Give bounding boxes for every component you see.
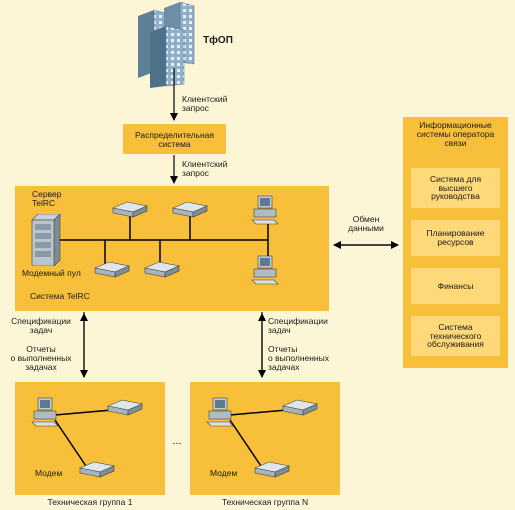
- modem-label: Модем: [210, 468, 238, 478]
- computer-icon: [206, 397, 234, 427]
- ellipsis: ...: [172, 435, 182, 447]
- client-request-label: Клиентский запрос: [182, 94, 228, 113]
- task-report-label: Отчеты о выполненных задачах: [268, 344, 329, 372]
- modem-icon: [107, 399, 143, 416]
- modem-icon: [144, 261, 180, 278]
- computer-icon: [251, 255, 279, 285]
- maintenance-system-box: Система технического обслуживания: [411, 316, 500, 356]
- data-exchange-label: Обмен данными: [348, 214, 384, 233]
- modem-pool-label: Модемный пул: [22, 268, 81, 278]
- modem-label: Модем: [35, 468, 63, 478]
- tech-group-1-caption: Техническая группа 1: [47, 497, 133, 507]
- modem-icon: [112, 201, 148, 218]
- modem-icon: [94, 261, 130, 278]
- client-request-label: Клиентский запрос: [182, 159, 228, 178]
- server-icon: [31, 214, 61, 266]
- resource-planning-box: Планирование ресурсов: [411, 220, 500, 256]
- operator-systems-title: Информационные системы оператора связи: [416, 120, 495, 148]
- tech-group-n-caption: Техническая группа N: [221, 497, 309, 507]
- dispatch-system-box: [123, 124, 226, 154]
- pstn-label: ТфОП: [203, 35, 233, 46]
- dispatch-system-label: Распределительная система: [134, 130, 214, 149]
- building-icon: [138, 2, 195, 88]
- computer-icon: [31, 397, 59, 427]
- computer-icon: [251, 195, 279, 225]
- telrc-system-label: Система TelRC: [30, 291, 90, 301]
- finance-box: Финансы: [411, 268, 500, 304]
- modem-icon: [172, 201, 208, 218]
- management-system-box: Система для высшего руководства: [411, 168, 500, 208]
- modem-icon: [282, 399, 318, 416]
- task-report-label: Отчеты о выполненных задачах: [10, 344, 72, 372]
- task-spec-label: Спецификации задач: [268, 316, 328, 335]
- task-spec-label: Спецификации задач: [11, 316, 71, 335]
- telrc-server-label: Сервер TelRC: [32, 189, 62, 208]
- telrc-system-box: [15, 186, 329, 311]
